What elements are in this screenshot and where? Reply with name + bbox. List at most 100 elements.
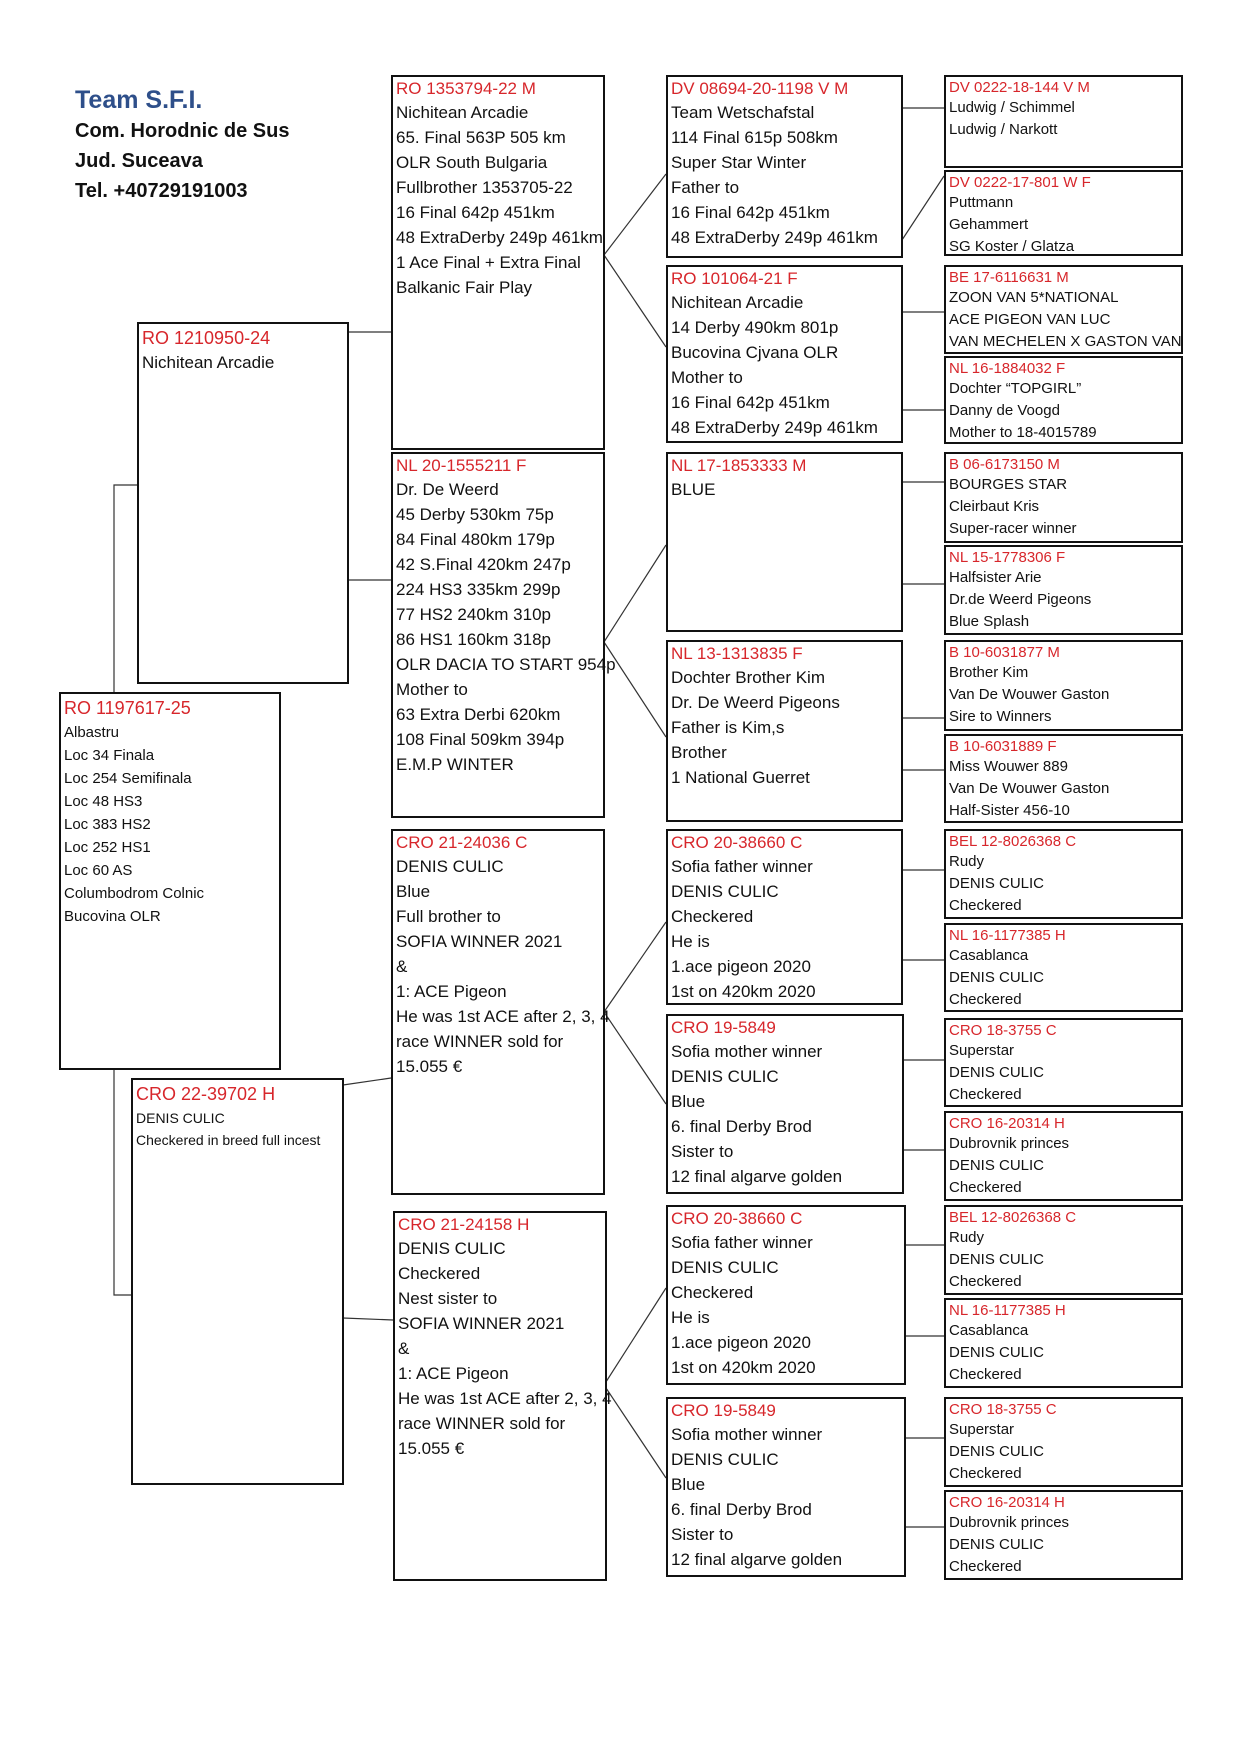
ring-number: CRO 20-38660 C [671,833,803,852]
pedigree-box-g5-12: CRO 16-20314 H Dubrovnik princes DENIS C… [944,1111,1183,1201]
box-line: DENIS CULIC [949,969,1045,986]
connector-g3c-g4f [603,1011,667,1105]
box-line: 77 HS2 240km 310p [396,605,551,624]
box-line: Blue [671,1475,706,1494]
ring-number: NL 16-1177385 H [949,927,1066,944]
box-line: 63 Extra Derbi 620km [396,705,561,724]
box-line: Father is Kim,s [671,718,785,737]
box-line: DENIS CULIC [671,1258,779,1277]
box-line: Father to [671,178,740,197]
box-line: DENIS CULIC [671,1067,779,1086]
box-line: Puttmann [949,194,1014,211]
box-line: 86 HS1 160km 318p [396,630,551,649]
box-line: VAN MECHELEN X GASTON VAN [949,333,1182,350]
box-line: BOURGES STAR [949,476,1068,493]
box-line: DENIS CULIC [949,1157,1045,1174]
ring-number: NL 15-1778306 F [949,549,1066,566]
pedigree-box-g5-1: DV 0222-18-144 V M Ludwig / Schimmel Lud… [944,75,1183,168]
box-line: Van De Wouwer Gaston [949,686,1110,703]
box-line: OLR DACIA TO START 954p [396,655,616,674]
ring-number: DV 0222-17-801 W F [949,174,1091,191]
box-line: OLR South Bulgaria [396,153,548,172]
ring-number: CRO 16-20314 H [949,1115,1065,1132]
box-line: 1: ACE Pigeon [398,1364,509,1383]
box-line: Loc 48 HS3 [64,793,143,810]
box-line: Sofia mother winner [671,1425,823,1444]
box-line: Checkered [398,1264,481,1283]
box-line: SOFIA WINNER 2021 [396,932,563,951]
box-line: Nest sister to [398,1289,498,1308]
ring-number: B 10-6031877 M [949,644,1060,661]
pedigree-box-g4-7: CRO 20-38660 C Sofia father winner DENIS… [666,1205,906,1385]
pedigree-box-g4-1: DV 08694-20-1198 V M Team Wetschafstal 1… [666,75,903,258]
pedigree-box-g5-2: DV 0222-17-801 W F Puttmann Gehammert SG… [944,170,1183,256]
box-line: & [398,1339,410,1358]
box-line: He is [671,1308,710,1327]
box-line: 42 S.Final 420km 247p [396,555,571,574]
ring-number: RO 1197617-25 [64,698,191,718]
box-line: Checkered [949,897,1022,914]
box-line: Miss Wouwer 889 [949,758,1068,775]
box-line: Nichitean Arcadie [396,103,529,122]
box-line: Half-Sister 456-10 [949,802,1070,819]
box-line: 16 Final 642p 451km [671,203,830,222]
box-line: 14 Derby 490km 801p [671,318,839,337]
box-line: Brother Kim [949,664,1029,681]
ring-number: CRO 18-3755 C [949,1022,1057,1039]
box-line: Albastru [64,724,120,741]
box-line: Loc 383 HS2 [64,816,151,833]
pedigree-box-g5-10: NL 16-1177385 H Casablanca DENIS CULIC C… [944,923,1183,1012]
pedigree-box-g5-4: NL 16-1884032 F Dochter “TOPGIRL” Danny … [944,356,1183,444]
connector-dam-g3c [342,1077,392,1086]
box-line: SG Koster / Glatza [949,238,1075,255]
pedigree-box-g5-16: CRO 16-20314 H Dubrovnik princes DENIS C… [944,1490,1183,1580]
ring-number: CRO 19-5849 [671,1018,776,1037]
ring-number: CRO 19-5849 [671,1401,776,1420]
box-line: DENIS CULIC [949,1536,1045,1553]
box-line: BLUE [671,480,716,499]
box-line: Checkered [949,1086,1022,1103]
box-line: 1 Ace Final + Extra Final [396,253,581,272]
box-line: He is [671,932,710,951]
pedigree-box-g4-4: NL 13-1313835 F Dochter Brother Kim Dr. … [666,640,903,822]
connector-dam-g3d [342,1317,394,1321]
ring-number: NL 16-1884032 F [949,360,1066,377]
box-line: Loc 34 Finala [64,747,155,764]
pedigree-box-g3-2: NL 20-1555211 F Dr. De Weerd 45 Derby 53… [391,452,616,818]
box-line: Checkered [671,907,754,926]
box-line: DENIS CULIC [136,1110,225,1126]
pedigree-box-g4-2: RO 101064-21 F Nichitean Arcadie 14 Derb… [666,265,903,443]
ring-number: B 06-6173150 M [949,456,1060,473]
box-line: Rudy [949,1229,985,1246]
pedigree-box-g5-7: B 10-6031877 M Brother Kim Van De Wouwer… [944,640,1183,731]
box-line: 1.ace pigeon 2020 [671,957,811,976]
breeder-header: Team S.F.I. Com. Horodnic de Sus Jud. Su… [75,84,289,206]
box-line: SOFIA WINNER 2021 [398,1314,565,1333]
pedigree-box-g5-5: B 06-6173150 M BOURGES STAR Cleirbaut Kr… [944,452,1183,543]
connector-g4-g5-2 [901,175,945,241]
pedigree-box-dam: CRO 22-39702 H DENIS CULIC Checkered in … [131,1078,344,1485]
box-line: Brother [671,743,727,762]
ring-number: DV 0222-18-144 V M [949,79,1090,96]
box-line: 16 Final 642p 451km [396,203,555,222]
box-line: Dubrovnik princes [949,1135,1070,1152]
box-line: Dubrovnik princes [949,1514,1070,1531]
pedigree-box-g5-13: BEL 12-8026368 C Rudy DENIS CULIC Checke… [944,1205,1183,1295]
box-line: 48 ExtraDerby 249p 461km [671,228,878,247]
ring-number: NL 17-1853333 M [671,456,807,475]
box-line: Superstar [949,1042,1015,1059]
box-line: ACE PIGEON VAN LUC [949,311,1111,328]
box-line: 224 HS3 335km 299p [396,580,561,599]
box-line: DENIS CULIC [949,1443,1045,1460]
box-line: Sister to [671,1142,734,1161]
box-line: Balkanic Fair Play [396,278,533,297]
pedigree-box-g5-11: CRO 18-3755 C Superstar DENIS CULIC Chec… [944,1018,1183,1107]
pedigree-box-g5-15: CRO 18-3755 C Superstar DENIS CULIC Chec… [944,1397,1183,1487]
ring-number: BEL 12-8026368 C [949,833,1077,850]
box-line: 1st on 420km 2020 [671,982,816,1001]
box-line: Checkered [949,1558,1022,1575]
box-line: Checkered [949,1179,1022,1196]
ring-number: BEL 12-8026368 C [949,1209,1077,1226]
pedigree-box-g5-9: BEL 12-8026368 C Rudy DENIS CULIC Checke… [944,829,1183,919]
